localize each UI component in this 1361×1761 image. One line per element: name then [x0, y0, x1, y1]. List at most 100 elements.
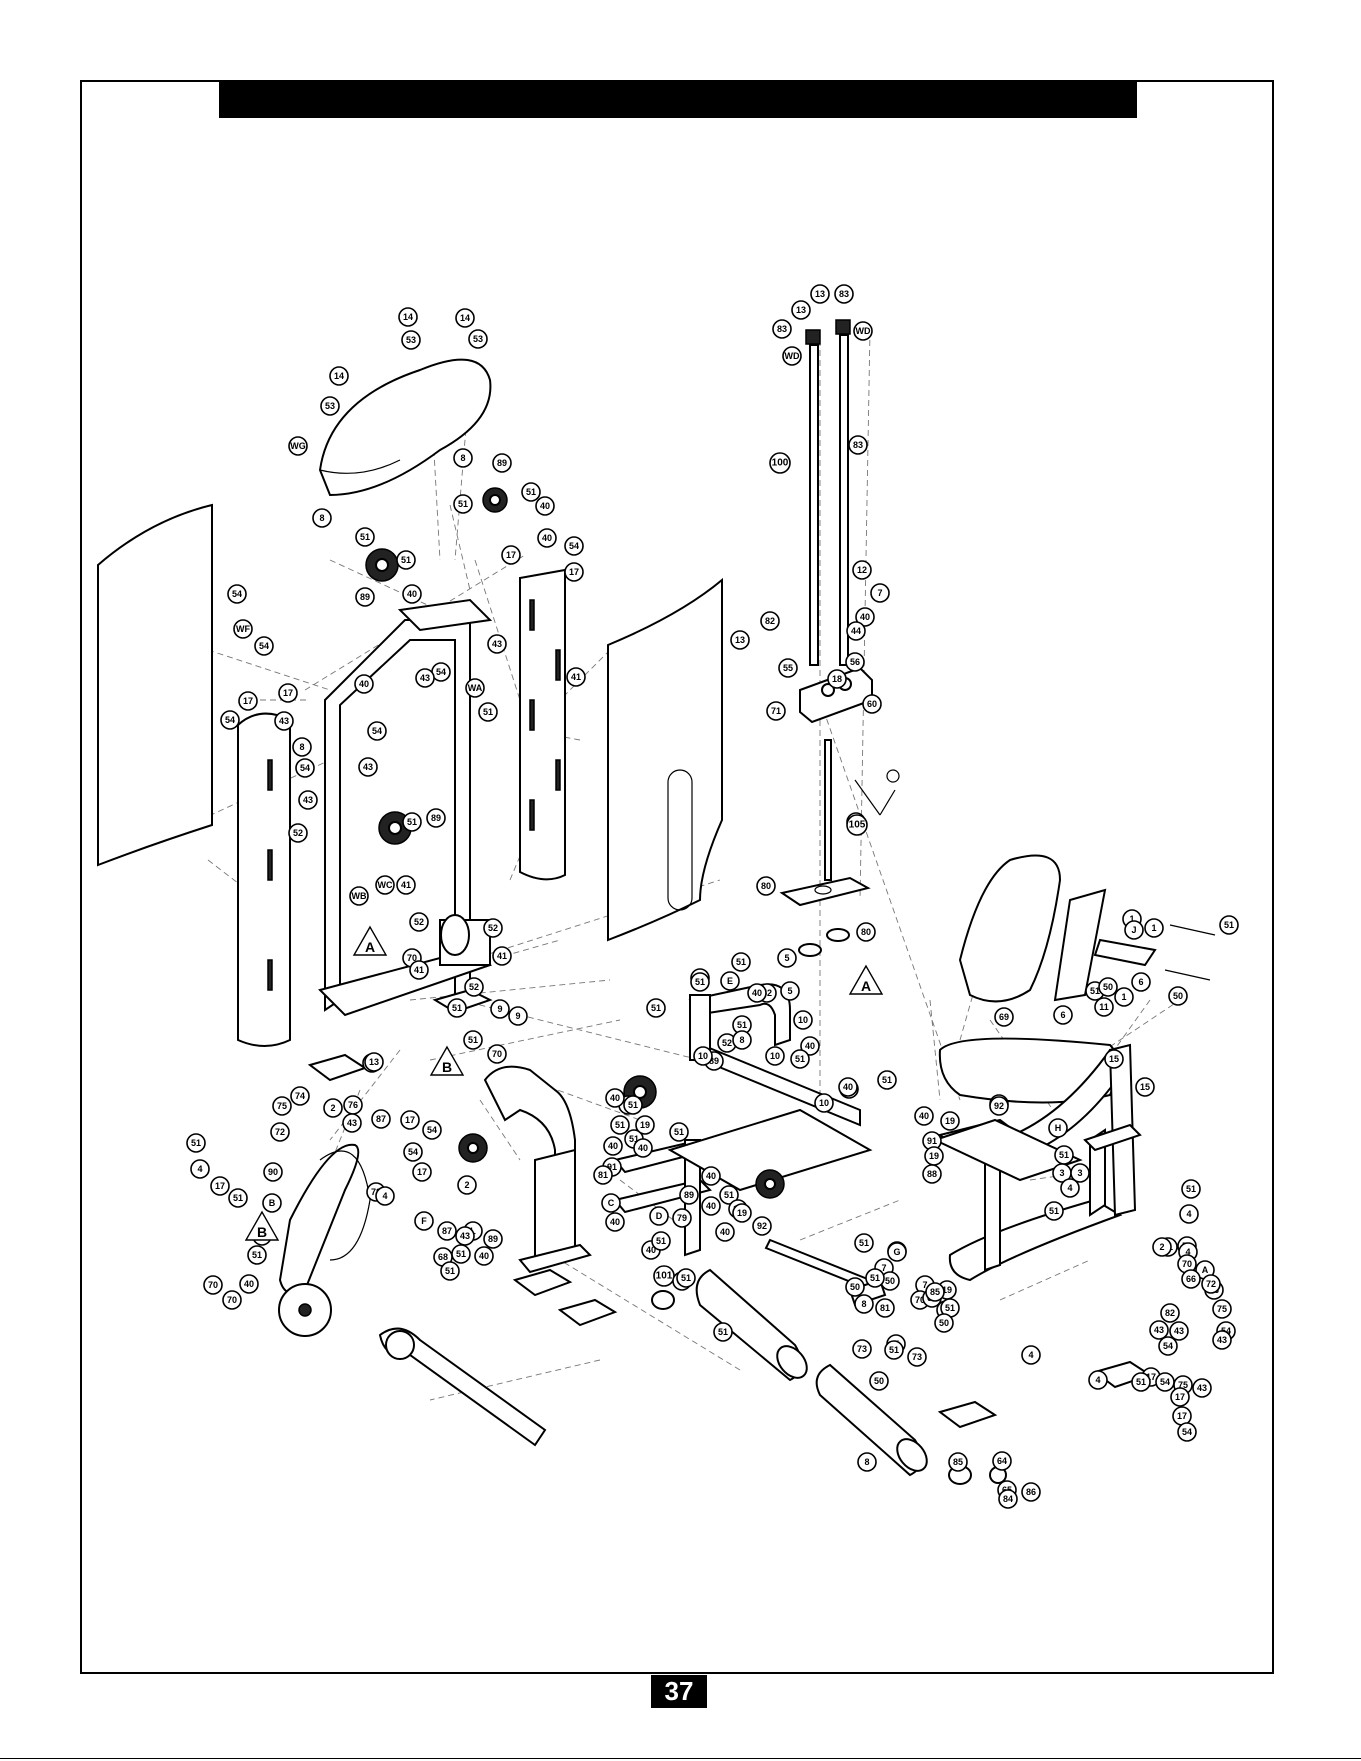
callout-2: 2 — [1152, 1237, 1172, 1257]
callout-51: 51 — [884, 1340, 904, 1360]
handles-73 — [1164, 924, 1216, 981]
callout-70: 70 — [487, 1044, 507, 1064]
svg-text:13: 13 — [815, 289, 825, 299]
callout-54: 54 — [564, 536, 584, 556]
svg-text:E: E — [727, 976, 733, 986]
callout-d: D — [649, 1206, 669, 1226]
svg-text:75: 75 — [1217, 1304, 1227, 1314]
svg-text:4: 4 — [1185, 1247, 1190, 1257]
svg-text:3: 3 — [1059, 1168, 1064, 1178]
callout-73: 73 — [852, 1339, 872, 1359]
callout-40: 40 — [354, 674, 374, 694]
callout-56: 56 — [845, 652, 865, 672]
callout-51: 51 — [1219, 915, 1239, 935]
guide-rods-wd — [805, 319, 851, 881]
callout-40: 40 — [633, 1138, 653, 1158]
callout-3: 3 — [1070, 1163, 1090, 1183]
callout-70: 70 — [1177, 1254, 1197, 1274]
svg-text:87: 87 — [442, 1226, 452, 1236]
svg-text:51: 51 — [252, 1250, 262, 1260]
svg-text:10: 10 — [798, 1015, 808, 1025]
svg-text:40: 40 — [860, 612, 870, 622]
callout-40: 40 — [800, 1036, 820, 1056]
callout-55: 55 — [778, 658, 798, 678]
svg-text:8: 8 — [319, 513, 324, 523]
svg-text:1: 1 — [1129, 914, 1134, 924]
callout-76: 76 — [343, 1095, 363, 1115]
svg-text:73: 73 — [857, 1344, 867, 1354]
svg-text:51: 51 — [724, 1190, 734, 1200]
callout-52: 52 — [409, 912, 429, 932]
svg-text:53: 53 — [406, 335, 416, 345]
svg-text:54: 54 — [300, 763, 310, 773]
callout-wa: WA — [465, 678, 485, 698]
callout-17: 17 — [501, 545, 521, 565]
callout-51: 51 — [440, 1261, 460, 1281]
svg-text:53: 53 — [325, 401, 335, 411]
callout-101: 101 — [653, 1265, 675, 1287]
svg-text:19: 19 — [942, 1285, 952, 1295]
svg-text:50: 50 — [939, 1318, 949, 1328]
svg-text:40: 40 — [542, 533, 552, 543]
svg-text:70: 70 — [227, 1295, 237, 1305]
back-bracket-k — [1053, 888, 1157, 1002]
callout-89: 89 — [426, 808, 446, 828]
svg-text:WG: WG — [290, 441, 306, 451]
svg-text:40: 40 — [805, 1041, 815, 1051]
callout-51: 51 — [610, 1115, 630, 1135]
svg-text:51: 51 — [1136, 1377, 1146, 1387]
callout-52: 52 — [717, 1033, 737, 1053]
callout-10: 10 — [693, 1046, 713, 1066]
svg-text:6: 6 — [1138, 977, 1143, 987]
svg-text:51: 51 — [1224, 920, 1234, 930]
svg-text:WD: WD — [785, 351, 800, 361]
callout-82: 82 — [760, 611, 780, 631]
svg-text:54: 54 — [232, 589, 242, 599]
callout-4: 4 — [190, 1159, 210, 1179]
callout-10: 10 — [793, 1010, 813, 1030]
svg-text:2: 2 — [330, 1103, 335, 1113]
callout-54: 54 — [1158, 1336, 1178, 1356]
svg-text:40: 40 — [479, 1251, 489, 1261]
svg-text:51: 51 — [859, 1238, 869, 1248]
svg-text:55: 55 — [783, 663, 793, 673]
callout-wf: WF — [233, 619, 253, 639]
svg-text:52: 52 — [293, 828, 303, 838]
svg-text:101: 101 — [656, 1271, 673, 1282]
callout-17: 17 — [1170, 1387, 1190, 1407]
callout-f: F — [414, 1211, 434, 1231]
svg-text:51: 51 — [615, 1120, 625, 1130]
callout-51: 51 — [396, 550, 416, 570]
callout-54: 54 — [1155, 1372, 1175, 1392]
svg-text:B: B — [442, 1059, 452, 1075]
callout-54: 54 — [1177, 1422, 1197, 1442]
svg-text:51: 51 — [191, 1138, 201, 1148]
callout-64: 64 — [992, 1451, 1012, 1471]
callout-54: 54 — [367, 721, 387, 741]
svg-text:51: 51 — [360, 532, 370, 542]
callout-83: 83 — [772, 319, 792, 339]
callout-53: 53 — [401, 330, 421, 350]
svg-text:A: A — [1202, 1265, 1209, 1275]
callout-12: 12 — [852, 560, 872, 580]
callout-74: 74 — [290, 1086, 310, 1106]
svg-text:8: 8 — [739, 1035, 744, 1045]
callout-88: 88 — [922, 1164, 942, 1184]
svg-text:51: 51 — [736, 957, 746, 967]
svg-text:17: 17 — [1177, 1411, 1187, 1421]
callout-51: 51 — [1181, 1179, 1201, 1199]
callout-wd: WD — [853, 321, 873, 341]
svg-text:84: 84 — [1003, 1494, 1013, 1504]
callout-51: 51 — [228, 1188, 248, 1208]
svg-text:17: 17 — [569, 567, 579, 577]
callout-14: 14 — [455, 308, 475, 328]
svg-text:B: B — [269, 1198, 276, 1208]
callout-17: 17 — [210, 1176, 230, 1196]
svg-text:51: 51 — [656, 1236, 666, 1246]
callout-40: 40 — [603, 1136, 623, 1156]
callout-81: 81 — [875, 1298, 895, 1318]
svg-text:51: 51 — [674, 1127, 684, 1137]
callout-15: 15 — [1135, 1077, 1155, 1097]
exploded-parts-diagram: 141453531453WG88951514085151408940175417… — [97, 284, 1239, 1509]
svg-text:100: 100 — [772, 458, 789, 469]
